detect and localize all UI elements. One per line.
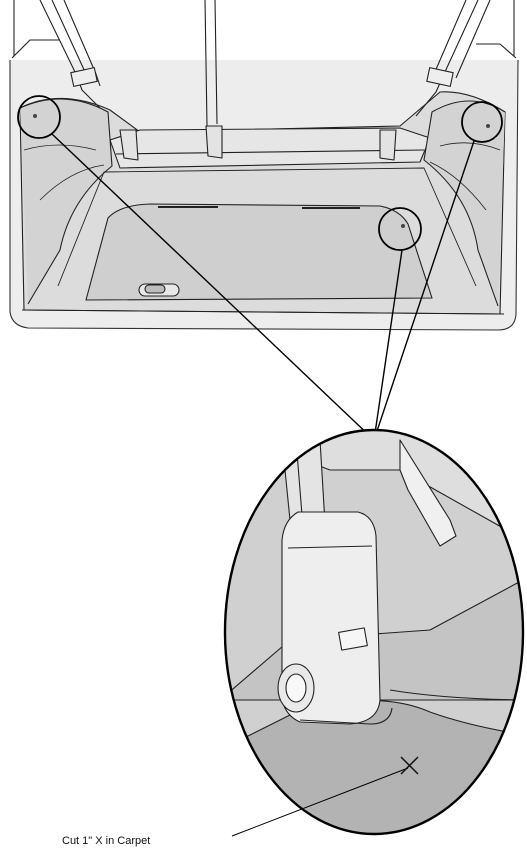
circle-left-corner [17, 95, 61, 139]
cargo-area-view [9, 0, 519, 331]
leader-lines [51, 133, 475, 441]
callout-leader [231, 767, 409, 837]
location-circles [17, 95, 503, 251]
circle-right-corner [461, 101, 503, 143]
marker-dots [33, 114, 490, 228]
circle-floor [378, 207, 422, 251]
cut-callout-label: Cut 1" X in Carpet [62, 835, 151, 847]
detail-lens [223, 428, 525, 836]
